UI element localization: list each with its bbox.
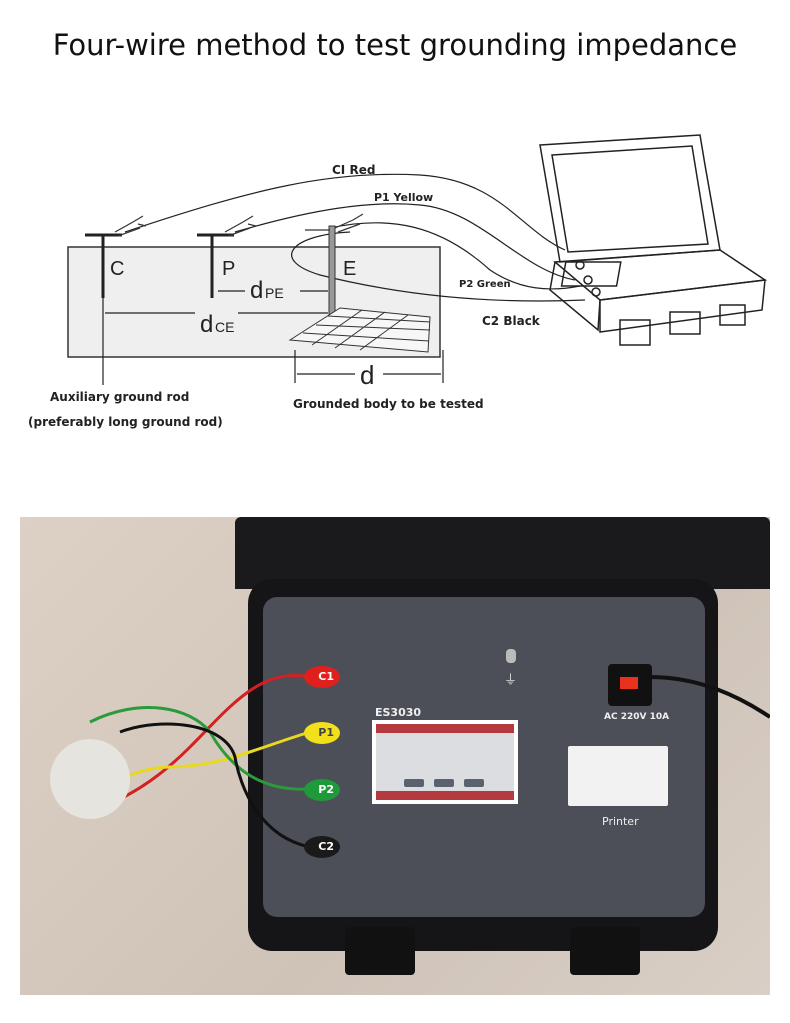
- wire-p1: [234, 203, 576, 281]
- terminal-p1[interactable]: P1: [304, 722, 340, 744]
- d-label: d: [360, 360, 374, 390]
- terminal-p2[interactable]: P2: [304, 779, 340, 801]
- wire-c1: [124, 173, 566, 251]
- aux-caption-1: Auxiliary ground rod: [50, 390, 189, 404]
- test-leads: [50, 674, 770, 849]
- printer-label: Printer: [602, 815, 639, 828]
- case-lid: [235, 517, 770, 589]
- ground-terminal[interactable]: [506, 649, 516, 663]
- four-wire-diagram: CI Red P1 Yellow P2 Green C2 Black C P E…: [28, 134, 768, 429]
- screen-button[interactable]: [434, 779, 454, 787]
- touch-screen[interactable]: [372, 720, 518, 804]
- printer-slot: [568, 746, 668, 806]
- aux-caption-2: (preferably long ground rod): [28, 415, 223, 429]
- rod-p: [197, 233, 234, 298]
- ground-icon: ⏚: [504, 673, 518, 688]
- terminal-c1[interactable]: C1: [304, 666, 340, 688]
- label-c2: C2 Black: [482, 314, 541, 328]
- screen-button[interactable]: [404, 779, 424, 787]
- rod-p-label: P: [222, 258, 235, 280]
- label-p1: P1 Yellow: [374, 191, 433, 204]
- page-title: Four-wire method to test grounding imped…: [52, 28, 738, 62]
- rod-c: [85, 233, 122, 298]
- dpe-d: d: [250, 277, 263, 304]
- model-label: ES3030: [375, 706, 422, 719]
- grounded-caption: Grounded body to be tested: [293, 397, 484, 411]
- rod-e: [328, 225, 336, 321]
- power-switch[interactable]: [620, 677, 638, 689]
- instrument-case-sketch: [539, 134, 768, 346]
- latch-left: [345, 927, 415, 975]
- dce-sub: CE: [215, 319, 234, 335]
- rod-c-label: C: [110, 258, 124, 280]
- power-label: AC 220V 10A: [604, 712, 670, 722]
- wire-p2: [329, 222, 581, 290]
- terminal-c2[interactable]: C2: [304, 836, 340, 858]
- dpe-sub: PE: [265, 285, 284, 301]
- clip-icons: [114, 213, 364, 237]
- dce-d: d: [200, 311, 213, 338]
- latch-right: [570, 927, 640, 975]
- grounded-grid: [288, 307, 431, 353]
- label-c1: CI Red: [332, 163, 375, 177]
- instrument-photo: C1 P1 P2 C2 ⏚ ES3030 AC 220V 10A Printer: [20, 517, 770, 995]
- screen-button[interactable]: [464, 779, 484, 787]
- label-p2: P2 Green: [459, 279, 511, 290]
- rod-e-label: E: [343, 258, 356, 280]
